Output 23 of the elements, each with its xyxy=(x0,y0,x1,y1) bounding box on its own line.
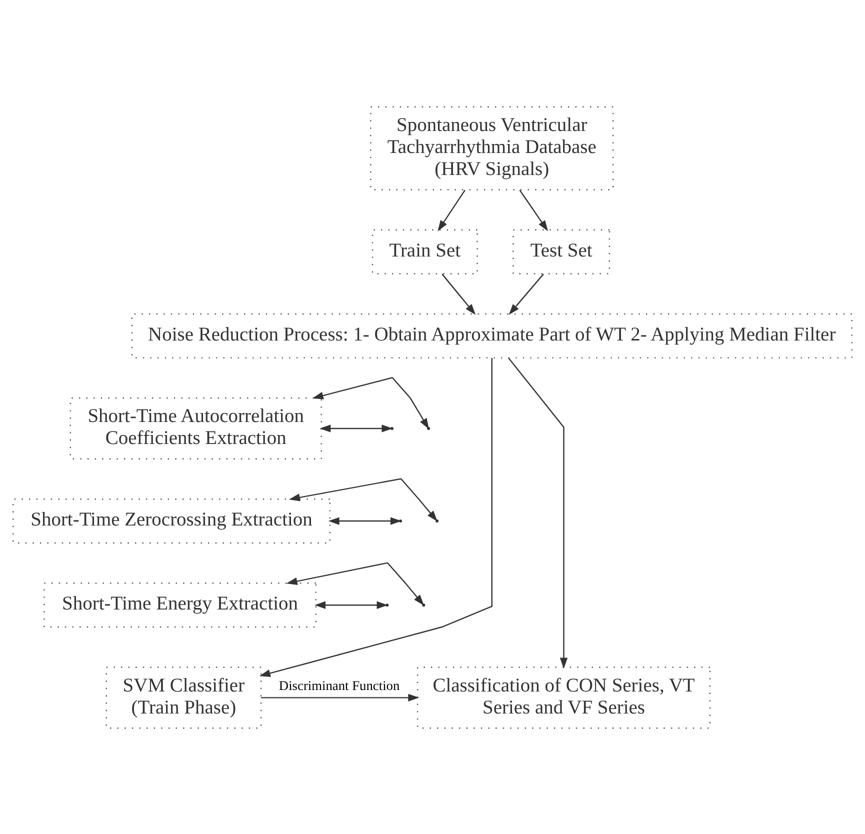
arrow xyxy=(442,273,476,314)
node-box: Short-Time Energy Extraction xyxy=(44,582,316,628)
node-box: Short-Time Autocorrelation Coefficients Extraction xyxy=(70,396,322,460)
arrow xyxy=(314,600,388,608)
arrow xyxy=(259,358,492,676)
arrow xyxy=(320,424,393,432)
node-box: Classification of CON Series, VT Series and VF Series xyxy=(416,666,711,728)
arrow xyxy=(312,376,430,429)
node-box: Test Set xyxy=(512,228,610,274)
arrow xyxy=(286,562,424,606)
node-box: Spontaneous Ventricular Tachyarrhythmia Database (HRV Signals) xyxy=(370,106,614,190)
arrow xyxy=(519,189,548,231)
arrow xyxy=(508,273,544,314)
node-box: Train Set xyxy=(372,228,478,274)
edge-label: Discriminant Function xyxy=(278,678,400,693)
node-box: SVM Classifier (Train Phase) xyxy=(106,666,262,728)
arrow xyxy=(328,516,402,524)
arrow xyxy=(261,693,420,702)
arrow xyxy=(438,189,466,231)
arrow xyxy=(508,357,568,668)
node-box: Noise Reduction Process: 1- Obtain Approximate Part of WT 2- Applying Median Filter xyxy=(131,312,852,358)
node-box: Short-Time Zerocrossing Extraction xyxy=(12,498,330,544)
arrow xyxy=(288,478,438,522)
